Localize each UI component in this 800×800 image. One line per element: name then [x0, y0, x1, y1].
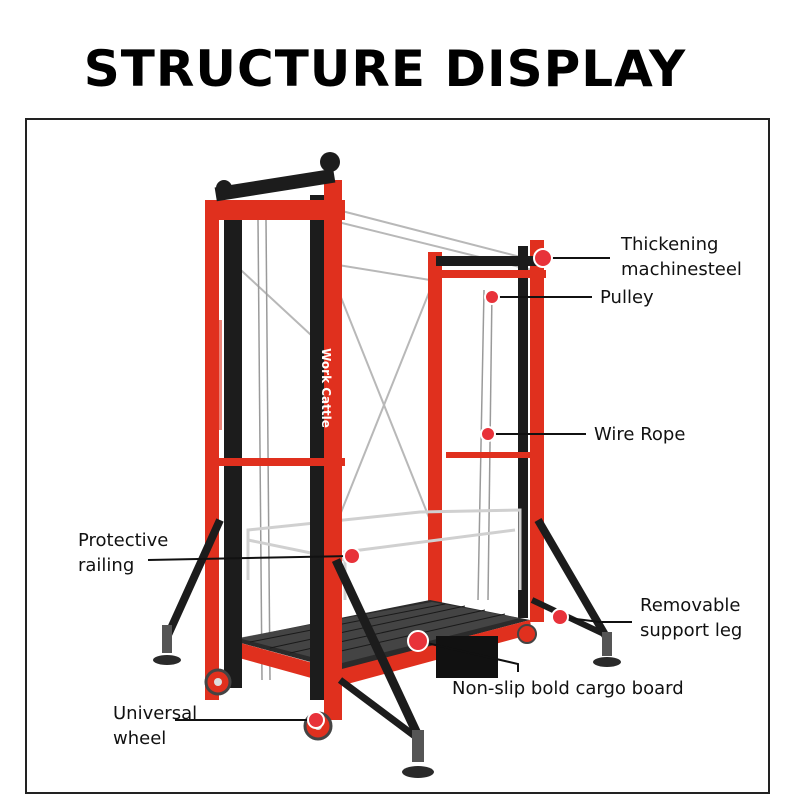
marker-pulley	[484, 289, 500, 305]
label-thickening-machinesteel: Thickening machinesteel	[621, 232, 742, 282]
marker-wheel	[307, 711, 325, 729]
label-line: Removable	[640, 595, 741, 616]
marker-wire-rope	[480, 426, 496, 442]
label-line: support leg	[640, 620, 743, 641]
front-tower	[205, 152, 345, 720]
marker-support-leg	[551, 608, 569, 626]
label-line: Universal	[113, 703, 198, 724]
wire-ropes	[257, 219, 493, 681]
label-protective-railing: Protective railing	[78, 528, 168, 578]
label-line: Protective	[78, 530, 169, 551]
label-pulley: Pulley	[600, 287, 654, 308]
label-cargo-board: Non-slip bold cargo board	[452, 678, 684, 699]
diagram-frame	[25, 118, 770, 794]
page-title: STRUCTURE DISPLAY	[83, 40, 687, 98]
label-removable-support-leg: Removable support leg	[640, 593, 742, 643]
rear-support-leg	[530, 517, 621, 667]
marker-cargo-board	[407, 630, 429, 652]
front-support-legs	[153, 518, 434, 778]
leader-lines	[147, 257, 632, 721]
callout-markers	[307, 248, 569, 729]
label-line: wheel	[113, 728, 167, 749]
marker-thickening	[533, 248, 553, 268]
label-universal-wheel: Universal wheel	[113, 701, 197, 751]
label-line: Thickening	[621, 234, 719, 255]
label-wire-rope: Wire Rope	[594, 424, 686, 445]
tower-brand-text: Work Cattle	[319, 348, 333, 428]
label-line: machinesteel	[621, 259, 742, 280]
cargo-deck	[230, 600, 532, 686]
label-line: railing	[78, 555, 135, 576]
marker-railing	[343, 547, 361, 565]
